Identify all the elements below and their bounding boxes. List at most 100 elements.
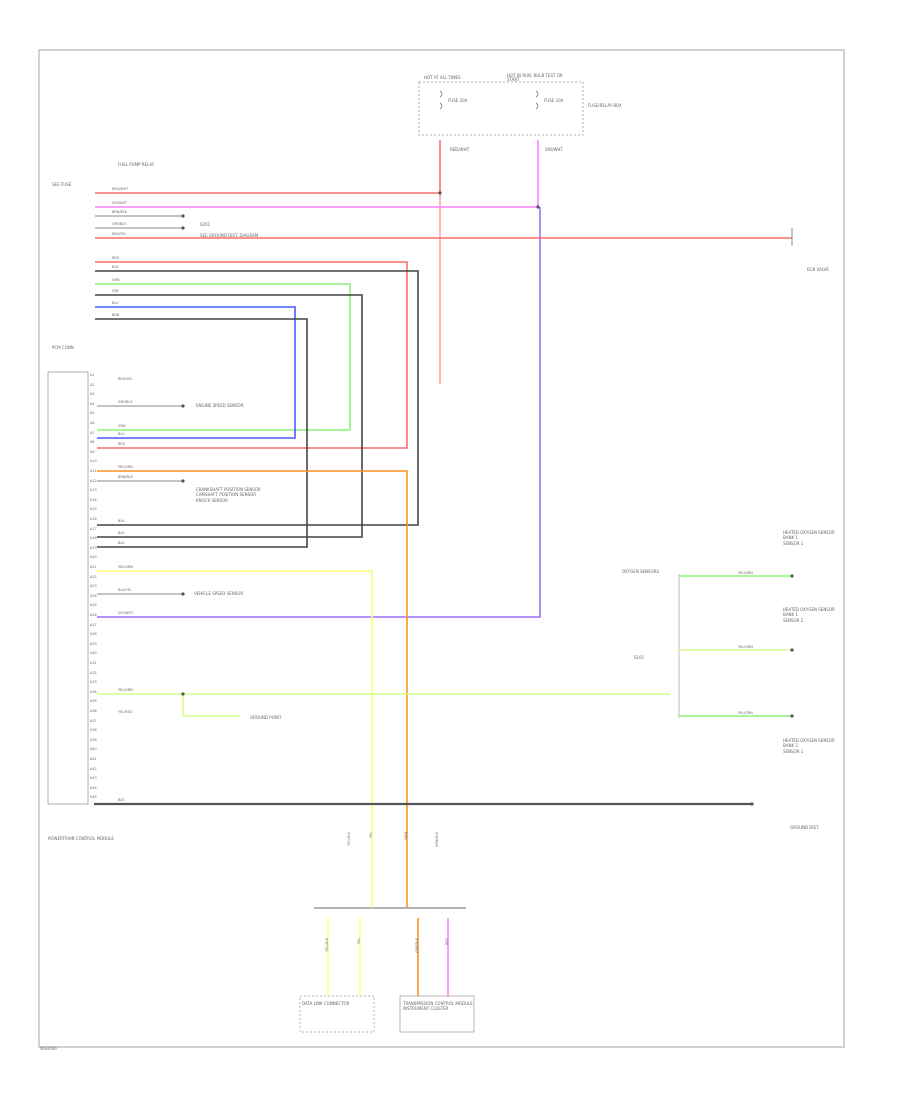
pcm-pin-A28: A28 xyxy=(90,632,97,637)
splice-dot-7 xyxy=(181,692,185,696)
pcm-pin-A25: A25 xyxy=(90,603,97,608)
right-top-wire-label: YEL/GRN xyxy=(738,571,753,575)
pcm-pin-A17: A17 xyxy=(90,526,97,531)
wires-group xyxy=(94,140,793,996)
splice-dot-6 xyxy=(181,592,185,596)
pcm-pin-A2: A2 xyxy=(90,382,95,387)
fuse-b-label: FUSE 10A xyxy=(544,98,564,103)
pcm-pin-A42: A42 xyxy=(90,766,97,771)
pcm-pin-A4: A4 xyxy=(90,401,95,406)
pcm-pin-A6: A6 xyxy=(90,421,95,425)
pcm-pin-A37: A37 xyxy=(90,718,97,723)
fuse-side-label: FUSE/RELAY BOX xyxy=(588,103,622,108)
top-wire-label-8: GRY xyxy=(112,289,119,293)
pcm-pin-A27: A27 xyxy=(90,622,97,627)
wire-loop-red xyxy=(95,261,408,449)
wire-violet-drop xyxy=(97,207,541,618)
pcm-pin-A39: A39 xyxy=(90,737,97,742)
callout-engine-sensor: ENGINE SPEED SENSOR xyxy=(196,403,244,408)
fuse-block xyxy=(418,81,584,136)
bottom-lower-label-3: RED xyxy=(445,938,449,946)
wire-mid-orange xyxy=(97,470,408,893)
fuse-header-left: HOT AT ALL TIMES xyxy=(424,75,461,80)
bottom-wire-label-3: ORN/BLK xyxy=(435,832,439,848)
pcm-pin-A3: A3 xyxy=(90,392,95,397)
mid-wire-label-0: RED/YEL xyxy=(118,377,133,381)
fuel-pump-label: FUEL PUMP RELAY xyxy=(118,162,155,167)
splice-label: S201 xyxy=(200,222,211,227)
pcm-pin-A36: A36 xyxy=(90,709,97,713)
mid-wire-label-6: BRN/BLK xyxy=(118,475,133,479)
callout-ground: GROUND POINT xyxy=(250,715,282,720)
pcm-pin-A44: A44 xyxy=(90,785,97,790)
bottom-box-left xyxy=(299,995,375,1033)
wire-lower-ground-branch xyxy=(182,694,240,717)
fuse-a-label: FUSE 20A xyxy=(448,98,468,103)
bottom-lower-label-2: ORN/BLK xyxy=(415,938,419,954)
left-ref-label: SEE FUSE xyxy=(52,182,72,187)
splice-text: SEE GROUND DIST. DIAGRAM xyxy=(200,233,259,238)
pcm-pin-A22: A22 xyxy=(90,574,97,579)
top-wire-label-7: GRN xyxy=(112,278,120,282)
pcm-pin-A35: A35 xyxy=(90,699,97,704)
top-wire-label-0: RED/WHT xyxy=(112,187,129,191)
right-module-bottom: HEATED OXYGEN SENSOR BANK 2 SENSOR 1 xyxy=(783,738,835,754)
pcm-pin-A33: A33 xyxy=(90,680,97,685)
top-wire-label-6: BLK xyxy=(112,265,119,269)
pcm-pin-A32: A32 xyxy=(90,670,97,675)
top-wire-label-9: BLU xyxy=(112,301,119,305)
bottom-box-left-label: DATA LINK CONNECTOR xyxy=(302,1001,350,1006)
mid-wire-label-3: BLU xyxy=(118,432,125,436)
bottom-lower-label-1: YEL xyxy=(357,938,361,945)
pcm-pin-A12: A12 xyxy=(90,478,97,483)
bottom-lower-label-0: YEL/BLK xyxy=(325,938,329,952)
mid-wire-label-4: RED xyxy=(118,442,126,446)
pcm-pin-A10: A10 xyxy=(90,459,97,464)
fuse-icons xyxy=(439,90,539,110)
splice-dot-3 xyxy=(181,226,185,230)
splice-dot-11 xyxy=(750,802,754,806)
right-group-label: OXYGEN SENSORS xyxy=(622,569,660,574)
splice-dot-10 xyxy=(790,714,794,718)
right-bottom-wire-label: YEL/GRN xyxy=(738,711,753,715)
bottom-wire-label-1: YEL xyxy=(369,832,373,839)
pcm-pin-A45: A45 xyxy=(90,795,97,800)
splice-dot-1 xyxy=(536,205,540,209)
mid-wire-label-8: BLK xyxy=(118,531,125,535)
splice-dot-4 xyxy=(181,404,185,408)
top-wire-label-1: VIO/WHT xyxy=(112,201,128,205)
bottom-box-right xyxy=(399,995,475,1033)
diagram-id-code: WS0000 xyxy=(40,1046,57,1051)
lower-wire-label-3: YEL/GRN xyxy=(118,688,133,692)
bottom-wire-label-0: YEL/BLK xyxy=(347,832,351,846)
pcm-pin-A20: A20 xyxy=(90,555,97,560)
diagram-border xyxy=(38,49,845,1048)
lower-wire-label-4: YEL/RED xyxy=(118,710,133,714)
right-mid-wire-label: YEL/GRN xyxy=(738,645,753,649)
right-module-mid: HEATED OXYGEN SENSOR BANK 1 SENSOR 2 xyxy=(783,607,835,623)
pcm-pin-A5: A5 xyxy=(90,411,95,416)
pcm-pin-A26: A26 xyxy=(90,613,97,617)
pcm-pin-A14: A14 xyxy=(90,497,97,502)
splice-dot-2 xyxy=(181,214,185,218)
pcm-pin-A43: A43 xyxy=(90,776,97,781)
splice-dot-9 xyxy=(790,648,794,652)
pcm-pin-A34: A34 xyxy=(90,689,97,694)
pcm-pin-A16: A16 xyxy=(90,517,97,521)
pcm-pin-A23: A23 xyxy=(90,584,97,589)
wire-loop-gray xyxy=(95,294,363,538)
callout-vehicle-speed: VEHICLE SPEED SENSOR xyxy=(194,591,244,596)
pcm-pin-A24: A24 xyxy=(90,593,97,598)
top-wire-label-2: BRN/BLK xyxy=(112,210,127,214)
pcm-pin-A15: A15 xyxy=(90,507,97,512)
top-wire-label-4: RED/YEL xyxy=(112,232,127,236)
pcm-pin-A30: A30 xyxy=(90,651,97,656)
pcm-pin-A7: A7 xyxy=(90,430,95,435)
pcm-pin-A9: A9 xyxy=(90,449,95,454)
fuse-header-right: HOT IN RUN, BULB TEST OR START xyxy=(507,73,563,82)
fuse-wire-b: VIO/WHT xyxy=(545,147,563,152)
pcm-pin-A41: A41 xyxy=(90,757,97,761)
top-wire-label-3: GRY/BLK xyxy=(112,222,127,226)
ground-dist-label: GROUND DIST. xyxy=(790,825,820,830)
